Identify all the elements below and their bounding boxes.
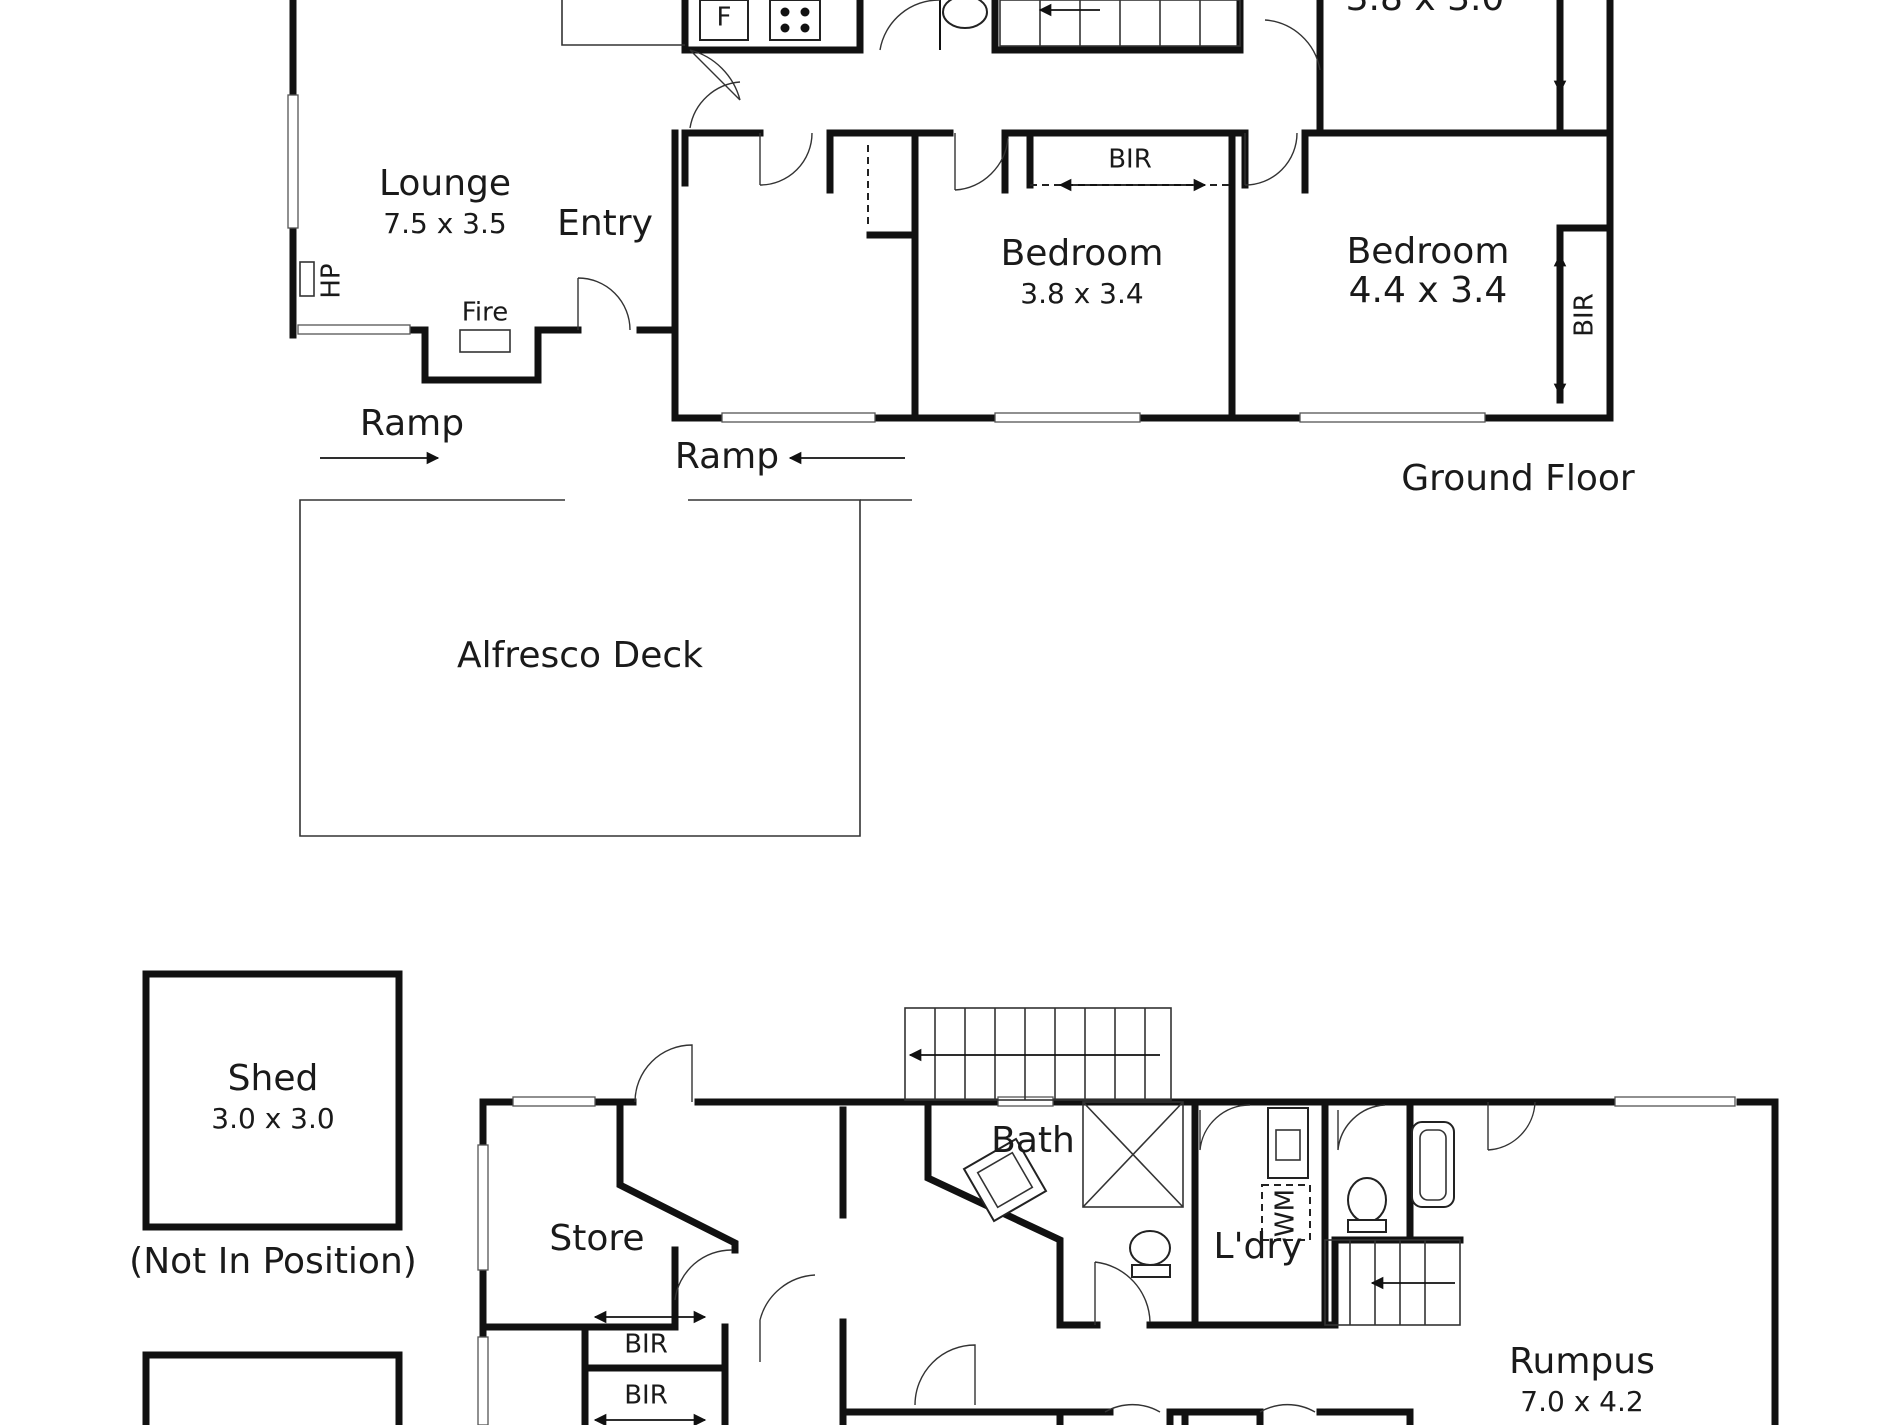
lower-floor-doors xyxy=(634,1044,1536,1413)
laundry-fixtures: WM xyxy=(1261,1107,1455,1241)
rumpus-name: Rumpus xyxy=(1509,1341,1655,1382)
bathtub xyxy=(1411,1121,1455,1208)
lower-floor-plan: Shed 3.0 x 3.0 (Not In Position) xyxy=(129,970,1779,1425)
bath-name: Bath xyxy=(991,1120,1075,1161)
alfresco-name: Alfresco Deck xyxy=(457,635,703,676)
shed-note: (Not In Position) xyxy=(129,1241,417,1282)
bath-fixtures xyxy=(962,1101,1184,1278)
ground-floor-stair xyxy=(999,0,1241,47)
bedroom-1-name: Bedroom xyxy=(1001,233,1164,274)
ramp-left-label: Ramp xyxy=(360,403,464,444)
bir-bedroom-1: BIR xyxy=(1030,145,1232,192)
internal-stair xyxy=(1324,1239,1461,1326)
vanity-basin xyxy=(962,1137,1048,1223)
bir-1-label: BIR xyxy=(1108,145,1152,175)
ground-floor-doors xyxy=(577,0,1321,331)
lower-bir-1-label: BIR xyxy=(624,1330,668,1360)
bir-bedroom-2: BIR xyxy=(1553,0,1600,397)
bedroom-1-dims: 3.8 x 3.4 xyxy=(1020,277,1143,310)
lower-birs: BIR BIR xyxy=(581,1310,729,1425)
second-outbuilding xyxy=(142,1351,403,1425)
store-name: Store xyxy=(549,1218,644,1259)
bath-toilet xyxy=(1129,1230,1171,1266)
fire-label: Fire xyxy=(462,298,508,328)
entry-name: Entry xyxy=(557,203,653,244)
lower-floor-labels: Store Bath L'dry Rumpus 7.0 x 4.2 xyxy=(549,1120,1654,1418)
laundry-tub xyxy=(1267,1107,1309,1179)
shed-dims: 3.0 x 3.0 xyxy=(211,1102,334,1135)
fridge xyxy=(699,0,749,41)
ramp-right-label: Ramp xyxy=(675,436,779,477)
shed-name: Shed xyxy=(228,1058,319,1099)
laundry-toilet xyxy=(1347,1177,1387,1223)
external-stair xyxy=(904,1007,1172,1101)
lounge-name: Lounge xyxy=(379,163,511,204)
shed: Shed 3.0 x 3.0 (Not In Position) xyxy=(129,970,417,1282)
bedroom-2-name: Bedroom xyxy=(1347,231,1510,272)
ramps: Ramp Ramp xyxy=(320,403,905,477)
kitchen-fixtures: F xyxy=(561,0,988,50)
bir-2-label: BIR xyxy=(1570,293,1600,337)
laundry-name: L'dry xyxy=(1214,1226,1303,1267)
fridge-label: F xyxy=(717,3,732,33)
lower-bir-2-label: BIR xyxy=(624,1381,668,1411)
top-room-dims: 3.8 x 3.0 xyxy=(1346,0,1505,19)
lower-floor-walls xyxy=(479,1098,1779,1425)
alfresco-deck: Alfresco Deck xyxy=(299,499,912,837)
rumpus-dims: 7.0 x 4.2 xyxy=(1520,1385,1643,1418)
shower xyxy=(1082,1101,1184,1208)
wm-label: WM xyxy=(1271,1189,1301,1237)
hp-label: HP xyxy=(317,263,347,298)
cooktop xyxy=(769,0,821,41)
lounge-dims: 7.5 x 3.5 xyxy=(383,207,506,240)
heat-pump: HP xyxy=(299,261,347,299)
bedroom-2-dims: 4.4 x 3.4 xyxy=(1349,270,1508,311)
ground-floor-title: Ground Floor xyxy=(1401,458,1635,499)
washing-machine xyxy=(1261,1184,1311,1241)
ground-floor-labels: 3.8 x 3.0 Lounge 7.5 x 3.5 Entry Bedroom… xyxy=(379,0,1635,499)
toilet xyxy=(942,0,988,29)
lower-floor-windows xyxy=(477,1096,1736,1425)
fireplace: Fire xyxy=(459,298,511,353)
ground-floor-plan: F xyxy=(287,0,1635,837)
ground-floor-windows xyxy=(287,94,1486,423)
